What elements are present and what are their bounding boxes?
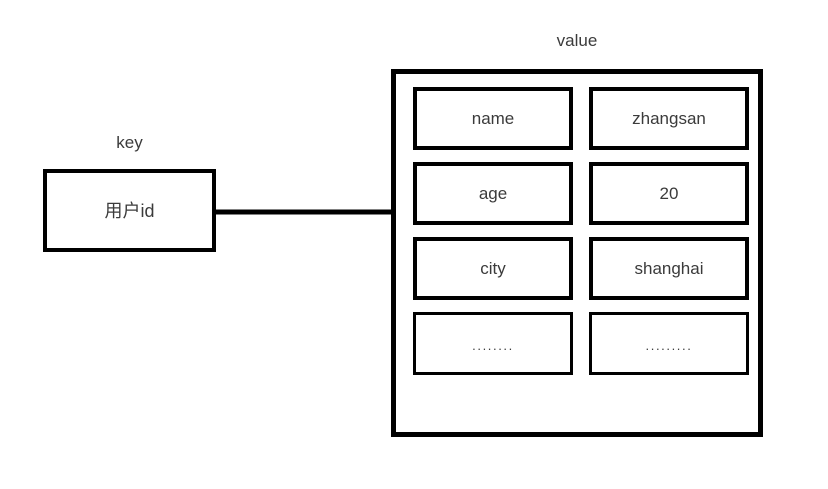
value-field-cell: name (413, 87, 573, 150)
value-field-text: name (471, 109, 515, 128)
value-value-text: shanghai (634, 259, 704, 278)
value-value-cell: zhangsan (589, 87, 749, 150)
value-field-cell: ........ (413, 312, 573, 375)
value-field-ellipsis-text: ........ (472, 338, 514, 353)
value-value-cell: shanghai (589, 237, 749, 300)
value-field-cell: city (413, 237, 573, 300)
value-label: value (556, 31, 598, 50)
value-field-text: age (478, 184, 508, 203)
key-to-value-connector (214, 208, 403, 216)
value-value-text: zhangsan (632, 109, 706, 128)
value-value-ellipsis-text: ......... (645, 338, 693, 353)
value-value-cell: ......... (589, 312, 749, 375)
value-value-text: 20 (659, 184, 679, 203)
value-row: name zhangsan (413, 87, 749, 150)
value-row: city shanghai (413, 237, 749, 300)
value-row: age 20 (413, 162, 749, 225)
value-box: name zhangsan age 20 city shan (391, 69, 763, 437)
value-field-cell: age (413, 162, 573, 225)
key-box-text: 用户id (104, 200, 155, 221)
value-grid: name zhangsan age 20 city shan (413, 87, 749, 387)
value-row: ........ ......... (413, 312, 749, 375)
key-label: key (116, 133, 143, 152)
key-box: 用户id (43, 169, 216, 252)
value-field-text: city (480, 259, 506, 278)
value-value-cell: 20 (589, 162, 749, 225)
